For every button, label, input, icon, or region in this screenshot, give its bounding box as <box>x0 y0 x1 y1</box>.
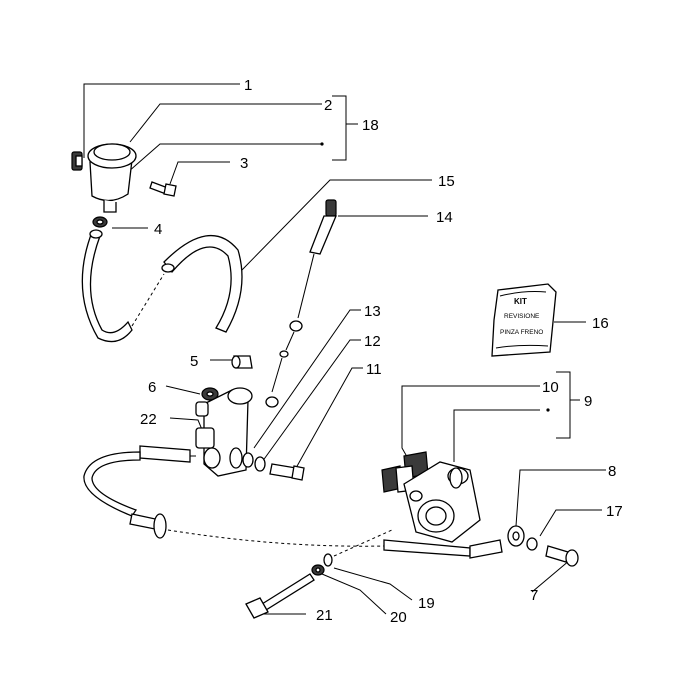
callout-3: 3 <box>240 155 248 172</box>
kit-bag-line1: KIT <box>514 297 527 306</box>
part-14-brake-rod <box>265 199 337 408</box>
callout-numbers: 1 2 18 3 15 14 4 13 16 12 5 11 10 6 9 22… <box>140 77 623 626</box>
callout-8: 8 <box>608 463 616 480</box>
callout-19: 19 <box>418 595 435 612</box>
callout-15: 15 <box>438 173 455 190</box>
master-cylinder <box>195 387 253 477</box>
part-11-bolt <box>269 463 305 481</box>
callout-22: 22 <box>140 411 157 428</box>
part-5-pin <box>231 355 253 369</box>
reservoir-hose <box>81 229 165 343</box>
callout-12: 12 <box>364 333 381 350</box>
part-2-fluid-reservoir <box>87 143 137 213</box>
part-7-banjo-bolt <box>545 545 579 567</box>
callout-20: 20 <box>390 609 407 626</box>
callout-1: 1 <box>244 77 252 94</box>
part-17-washer <box>526 537 538 551</box>
part-22-brake-line <box>83 445 503 559</box>
callout-17: 17 <box>606 503 623 520</box>
part-4-clamp <box>92 216 108 228</box>
set-18-dot <box>320 142 324 146</box>
callout-10: 10 <box>542 379 559 396</box>
callout-9: 9 <box>584 393 592 410</box>
kit-bag-line3: PINZA FRENO <box>500 329 543 336</box>
callout-5: 5 <box>190 353 198 370</box>
part-1-bracket <box>71 151 83 171</box>
callout-18: 18 <box>362 117 379 134</box>
kit-bag-line2: REVISIONE <box>504 313 540 320</box>
part-9-brake-caliper <box>403 461 481 543</box>
part-3-screw <box>149 181 177 197</box>
callout-7: 7 <box>530 587 538 604</box>
callout-11: 11 <box>366 361 382 378</box>
callout-21: 21 <box>316 607 333 624</box>
callout-14: 14 <box>436 209 453 226</box>
callout-6: 6 <box>148 379 156 396</box>
leader-lines <box>83 83 606 615</box>
callout-2: 2 <box>324 97 332 114</box>
callout-16: 16 <box>592 315 609 332</box>
callout-4: 4 <box>154 221 162 238</box>
part-6-nut <box>201 387 219 401</box>
set-9-dot <box>546 408 550 412</box>
callout-13: 13 <box>364 303 381 320</box>
part-16-kit-bag: KIT REVISIONE PINZA FRENO <box>491 283 557 357</box>
part-19-20-21-mounting-bolt <box>245 529 393 619</box>
part-10-brake-pads <box>381 451 429 493</box>
part-12-13-washers <box>242 452 266 472</box>
part-8-banjo-fitting <box>507 525 525 547</box>
part-15-hose <box>161 234 243 333</box>
